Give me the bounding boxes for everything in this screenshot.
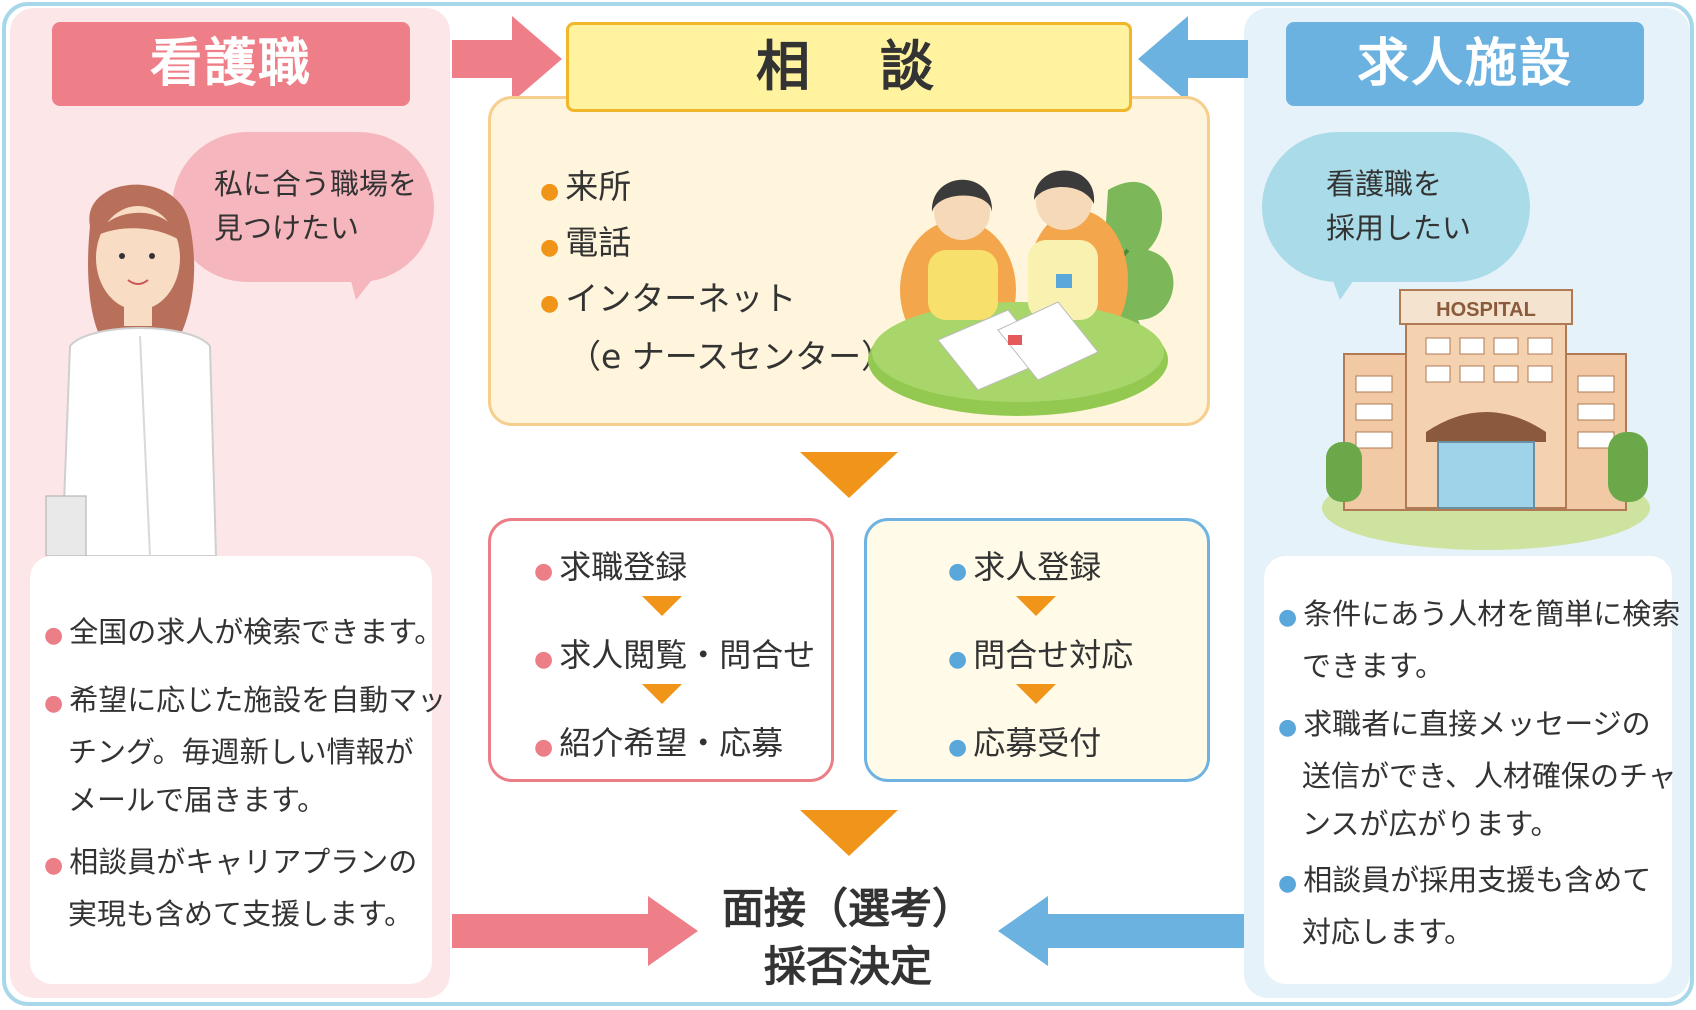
bubble-tail bbox=[346, 262, 386, 300]
hospital-sign: HOSPITAL bbox=[1436, 299, 1536, 321]
nurse-benefits-card bbox=[30, 556, 432, 984]
flow-step-browse-inquire: ●求人閲覧・問合せ bbox=[534, 636, 816, 674]
facility-benefit-3: ●相談員が採用支援も含めて 対応します。 bbox=[1278, 863, 1652, 949]
facility-bubble-text: 看護職を 採用したい bbox=[1326, 167, 1472, 245]
nurse-benefit-1: ●全国の求人が検索できます。 bbox=[44, 615, 444, 649]
facility-speech-bubble bbox=[1262, 132, 1530, 282]
flow-step-seeker-register: ●求職登録 bbox=[534, 548, 688, 586]
facility-title: 求人施設 bbox=[1286, 22, 1644, 106]
final-decision: 面接（選考） 採否決定 bbox=[721, 884, 974, 991]
nurse-speech-bubble bbox=[172, 132, 434, 282]
step-arrow-icon bbox=[642, 684, 682, 704]
arrow-right-bottom-icon bbox=[452, 896, 698, 966]
consultation-illustration bbox=[868, 170, 1174, 416]
down-arrow-icon bbox=[800, 810, 898, 856]
step-arrow-icon bbox=[642, 596, 682, 616]
employer-flow bbox=[864, 518, 1210, 782]
flow-step-handle-inquiry: ●問合せ対応 bbox=[948, 636, 1134, 674]
facility-benefit-1: ●条件にあう人材を簡単に検索 できます。 bbox=[1278, 597, 1681, 683]
consult-method-phone: ●電話 bbox=[540, 223, 632, 262]
consultation-title: 相 談 bbox=[566, 22, 1132, 112]
arrow-left-top-icon bbox=[1138, 16, 1248, 102]
job-seeker-flow bbox=[488, 518, 834, 782]
nurse-benefit-2: ●希望に応じた施設を自動マッ チング。毎週新しい情報が メールで届きます。 bbox=[44, 683, 447, 817]
step-arrow-icon bbox=[1016, 684, 1056, 704]
consult-method-visit: ●来所 bbox=[540, 167, 632, 206]
flow-step-receive-application: ●応募受付 bbox=[948, 724, 1102, 762]
nurse-bubble-text: 私に合う職場を 見つけたい bbox=[214, 167, 418, 245]
flow-step-job-register: ●求人登録 bbox=[948, 548, 1102, 586]
consult-method-internet: ●インターネット bbox=[540, 279, 797, 318]
facility-benefits-card bbox=[1264, 556, 1672, 984]
down-arrow-icon bbox=[800, 452, 898, 498]
nurse-illustration bbox=[45, 184, 218, 556]
bubble-tail bbox=[1326, 262, 1366, 300]
consult-method-enurse: （e ナースセンター） bbox=[568, 337, 895, 376]
flow-step-apply: ●紹介希望・応募 bbox=[534, 724, 784, 762]
arrow-right-top-icon bbox=[452, 16, 562, 102]
nurse-benefit-3: ●相談員がキャリアプランの 実現も含めて支援します。 bbox=[44, 845, 418, 931]
hospital-illustration: HOSPITAL bbox=[1322, 289, 1650, 550]
arrow-left-bottom-icon bbox=[998, 896, 1244, 966]
facility-benefit-2: ●求職者に直接メッセージの 送信ができ、人材確保のチャ ンスが広がります。 bbox=[1278, 707, 1677, 841]
step-arrow-icon bbox=[1016, 596, 1056, 616]
nurse-title: 看護職 bbox=[52, 22, 410, 106]
